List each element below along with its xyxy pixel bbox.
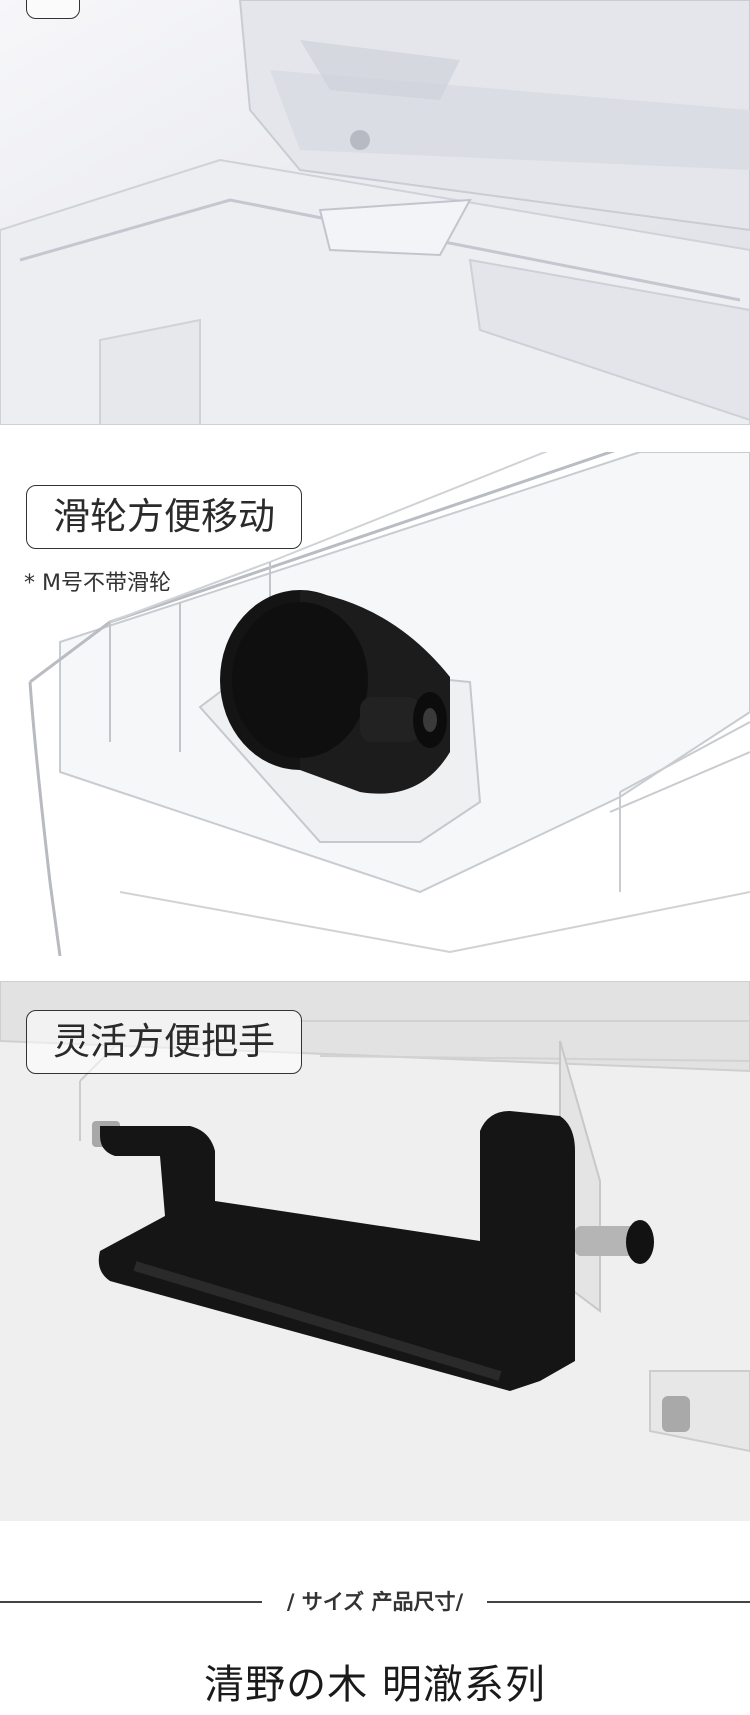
size-section-title: / サイズ 产品尺寸/ xyxy=(286,1590,464,1614)
lid-latch-illustration xyxy=(0,0,750,425)
lid-latch-photo xyxy=(0,0,750,425)
size-section-header: / サイズ 产品尺寸/ xyxy=(0,1584,750,1620)
wheel-photo: 滑轮方便移动 xyxy=(0,452,750,956)
size-divider-left xyxy=(0,1601,262,1603)
feature-label-lid xyxy=(26,0,80,19)
wheel-size-note: * M号不带滑轮 xyxy=(24,571,171,596)
handle-photo: 灵活方便把手 xyxy=(0,981,750,1521)
feature-label-wheel: 滑轮方便移动 xyxy=(26,485,302,549)
size-divider-right xyxy=(487,1601,750,1603)
product-series-title: 清野の木 明澈系列 xyxy=(204,1662,546,1708)
feature-label-handle: 灵活方便把手 xyxy=(26,1010,302,1074)
